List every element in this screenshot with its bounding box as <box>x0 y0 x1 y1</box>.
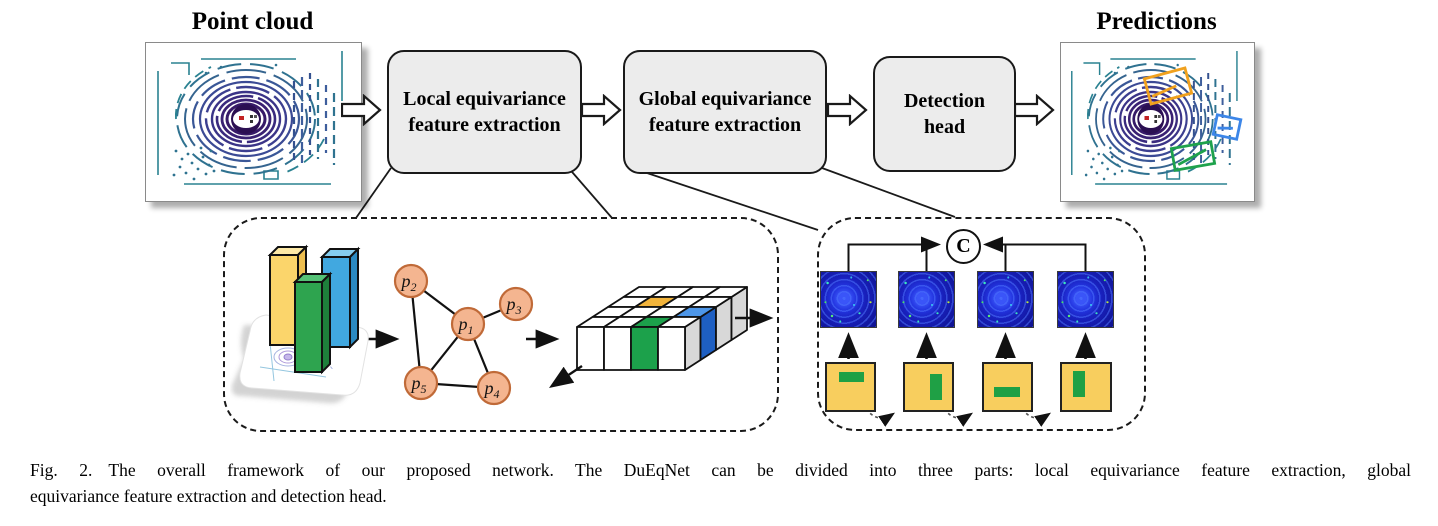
node-p5 <box>403 365 439 401</box>
caption-line-2: equivariance feature extraction and dete… <box>30 486 387 506</box>
node-p4 <box>476 370 512 406</box>
prediction-box-orange <box>1142 66 1194 106</box>
box-global-equivariance: Global equivariance feature extraction <box>623 50 827 174</box>
flow-arrow-1 <box>341 94 382 126</box>
predictions-image <box>1060 42 1255 202</box>
point-cloud-image <box>145 42 362 202</box>
patch-object-1 <box>839 372 864 382</box>
prediction-box-blue <box>1211 113 1243 141</box>
rotated-patch-4 <box>1060 362 1112 412</box>
prediction-box-green <box>1169 140 1217 172</box>
rotated-patch-1 <box>825 362 876 412</box>
figure-caption: Fig. 2. The overall framework of our prop… <box>30 457 1411 509</box>
slab-out-arrows <box>549 308 774 388</box>
node-p2 <box>393 263 429 299</box>
svg-text:p5: p5 <box>410 373 427 396</box>
point-graph: p2 p3 p1 p5 p4 <box>393 263 534 406</box>
patch-object-2 <box>930 374 942 400</box>
svg-text:p3: p3 <box>505 294 522 317</box>
svg-text:p1: p1 <box>457 314 474 337</box>
caption-text-1: The overall framework of our proposed ne… <box>108 460 1411 480</box>
feature-map-4 <box>1057 271 1114 328</box>
global-detail-panel <box>817 217 1146 431</box>
flow-arrow-4 <box>1014 94 1055 126</box>
predictions-label: Predictions <box>1096 8 1217 35</box>
caption-line-1: Fig. 2. The overall framework of our prop… <box>30 457 1411 483</box>
slab-cells <box>576 286 748 371</box>
node-p1 <box>450 306 486 342</box>
box-global-line2: feature extraction <box>648 114 802 136</box>
feature-map-3 <box>977 271 1034 328</box>
feature-map-1 <box>820 271 877 328</box>
box-local-line1: Local equivariance <box>403 87 566 110</box>
caption-tag: Fig. 2. <box>30 460 93 480</box>
concat-symbol: C <box>956 235 971 257</box>
graph-node-labels: p2 p3 p1 p5 p4 <box>400 271 522 401</box>
rotated-patch-3 <box>982 362 1033 412</box>
feature-map-2 <box>898 271 955 328</box>
svg-text:p4: p4 <box>483 378 500 401</box>
pillar-blue <box>319 246 361 350</box>
box-local-line2: feature extraction <box>408 114 561 136</box>
prediction-bounding-boxes <box>1142 66 1243 172</box>
patch-object-3 <box>994 387 1020 397</box>
patch-object-4 <box>1073 371 1085 397</box>
box-detection-head: Detection head <box>873 56 1016 172</box>
point-cloud-label: Point cloud <box>191 8 314 35</box>
box-local-equivariance: Local equivariance feature extraction <box>387 50 582 174</box>
node-p3 <box>498 286 534 322</box>
box-global-line1: Global equivariance <box>638 87 812 110</box>
pillar-green <box>292 271 333 375</box>
flow-arrow-2 <box>581 94 622 126</box>
voxel-grid-slab <box>549 286 774 388</box>
svg-text:p2: p2 <box>400 271 417 294</box>
concat-node: C <box>946 229 981 264</box>
voxel-pillars-graphic <box>231 244 369 404</box>
graph-nodes <box>393 263 534 406</box>
rotated-patch-2 <box>903 362 954 412</box>
flow-arrow-3 <box>827 94 868 126</box>
box-detection-line1: Detection <box>903 89 986 112</box>
local-detail-panel <box>223 217 779 432</box>
box-detection-line2: head <box>923 116 966 138</box>
